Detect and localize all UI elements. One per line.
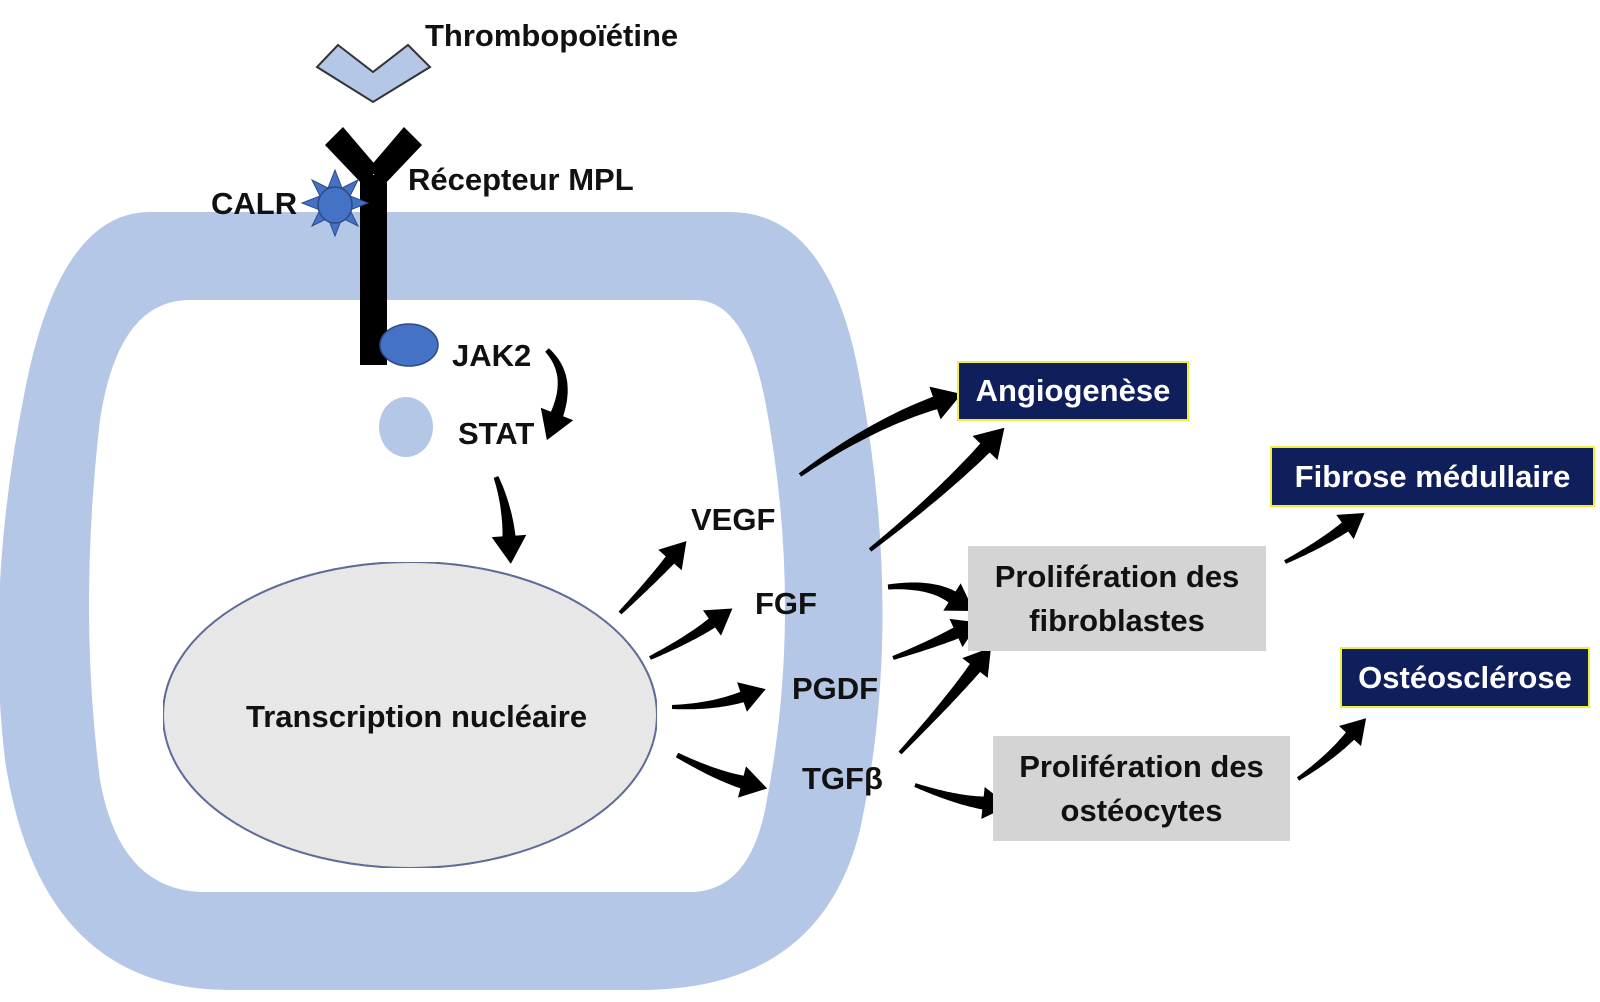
arrow-nucleus-to-fgf [649, 608, 733, 660]
arrow-fgf-to-angiogenesis [868, 427, 1005, 552]
mpl-receptor-icon [325, 127, 422, 365]
angiogenesis-box: Angiogenèse [957, 361, 1189, 421]
arrows-group [491, 348, 1367, 819]
fibrosis-box: Fibrose médullaire [1270, 446, 1595, 507]
pgdf-label: PGDF [792, 671, 879, 706]
arrow-nucleus-to-tgfb [675, 752, 768, 798]
arrow-osteocytes-to-osteosclerosis [1296, 718, 1367, 781]
tgfb-label: TGFβ [802, 761, 883, 796]
fibroblast-proliferation-line2: fibroblastes [1029, 602, 1205, 638]
fibroblast-proliferation-box: Prolifération des fibroblastes [968, 546, 1266, 651]
arrow-jak2-to-stat [540, 348, 574, 441]
arrow-vegf-to-angiogenesis [798, 386, 962, 477]
calr-core-icon [317, 186, 353, 224]
mpl-receptor-label: Récepteur MPL [408, 162, 634, 197]
stat-icon [379, 397, 433, 457]
arrow-fibroblasts-to-fibrosis [1284, 513, 1365, 564]
osteosclerosis-box: Ostéosclérose [1340, 647, 1590, 708]
arrow-pgdf-to-fibroblasts [892, 618, 979, 660]
angiogenesis-label: Angiogenèse [975, 373, 1171, 408]
jak2-icon [379, 323, 439, 367]
fibrosis-label: Fibrose médullaire [1294, 458, 1571, 494]
fibroblast-proliferation-line1: Prolifération des [994, 559, 1240, 595]
fgf-label: FGF [755, 586, 817, 621]
osteocyte-proliferation-line2: ostéocytes [1060, 792, 1223, 828]
osteosclerosis-label: Ostéosclérose [1358, 659, 1572, 695]
thrombopoietin-label: Thrombopoïétine [425, 18, 679, 53]
arrow-tgfb-to-fibroblasts [898, 647, 991, 755]
arrow-stat-to-nucleus [491, 476, 527, 564]
calr-label: CALR [211, 186, 298, 221]
arrow-tgfb-to-osteocytes [914, 783, 1009, 819]
arrow-nucleus-to-pgdf [672, 682, 766, 712]
vegf-label: VEGF [691, 502, 776, 537]
jak2-label: JAK2 [452, 338, 532, 373]
nucleus-label: Transcription nucléaire [246, 699, 588, 734]
thrombopoietin-icon [315, 43, 432, 104]
osteocyte-proliferation-line1: Prolifération des [1019, 749, 1264, 785]
stat-label: STAT [458, 416, 535, 451]
osteocyte-proliferation-box: Prolifération des ostéocytes [993, 736, 1290, 841]
arrow-nucleus-to-vegf [618, 541, 687, 615]
arrow-fgf-to-fibroblasts [887, 582, 974, 611]
nucleus [162, 561, 658, 869]
